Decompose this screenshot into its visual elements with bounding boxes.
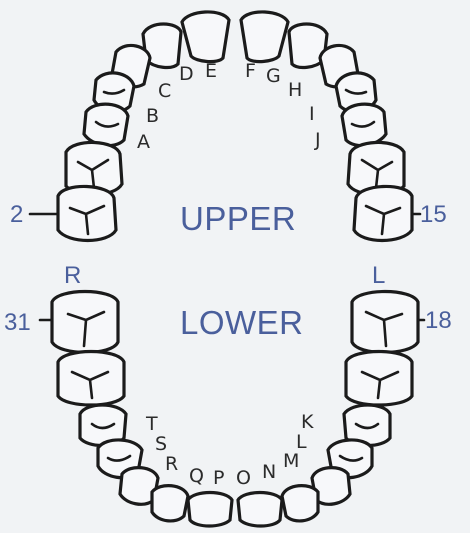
letter-upper-b: B [146,105,159,127]
letter-upper-c: C [158,80,171,102]
left-side-label: L [372,262,385,289]
tooth-number-2: 2 [10,201,23,228]
upper-arch-label: UPPER [180,200,296,237]
letter-upper-j: J [314,129,321,151]
upper-tooth-4 [84,104,128,146]
upper-tooth-8 [182,12,229,62]
letter-upper-g: G [266,65,281,87]
letter-lower-s: S [155,433,167,455]
lower-tooth-26 [152,486,188,521]
letter-upper-h: H [288,79,302,101]
lower-primary-letters: K L M N O P Q R S T [145,411,314,489]
tooth-number-15: 15 [420,201,447,228]
upper-primary-letters: A B C D E F G H I J [137,60,321,153]
lower-tooth-23 [282,486,318,521]
tooth-number-18: 18 [425,307,452,334]
lower-arch-label: LOWER [180,304,304,341]
letter-lower-o: O [236,467,251,489]
letter-upper-a: A [137,131,150,153]
tooth-number-31: 31 [4,309,31,336]
letter-lower-m: M [283,450,299,472]
letter-upper-e: E [205,60,217,82]
upper-tooth-9 [241,12,288,62]
letter-lower-t: T [145,413,158,435]
letter-upper-i: I [309,103,315,125]
letter-lower-n: N [262,461,276,483]
lower-tooth-25 [188,493,232,527]
letter-lower-p: P [213,467,224,489]
letter-lower-r: R [165,453,178,475]
letter-lower-q: Q [189,465,204,487]
letter-upper-d: D [179,63,194,85]
letter-upper-f: F [245,60,256,82]
lower-tooth-24 [238,493,282,527]
letter-lower-k: K [301,411,314,433]
upper-tooth-13 [342,104,386,146]
right-side-label: R [64,262,81,289]
